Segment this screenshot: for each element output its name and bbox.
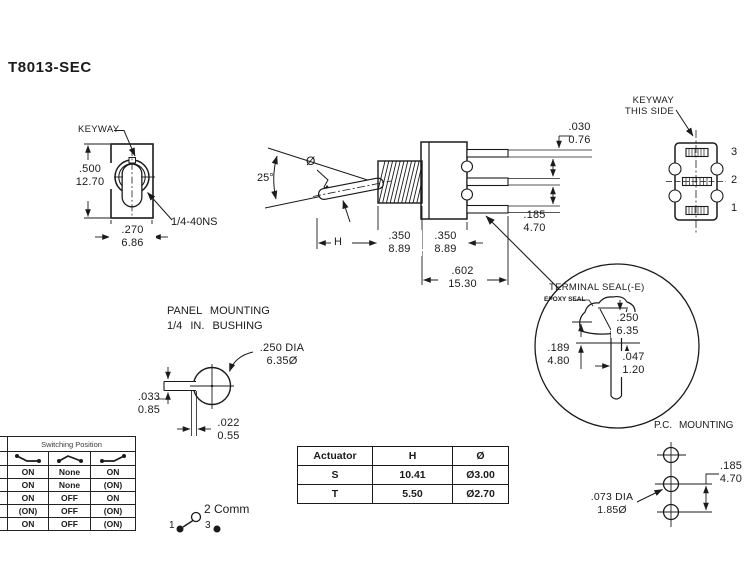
front-view <box>84 130 173 245</box>
toggle-position-right-icon <box>90 451 136 466</box>
cell: ON <box>7 491 49 505</box>
cell <box>0 517 8 531</box>
panel-mounting-view <box>157 351 254 436</box>
table-row: ON None ON <box>0 465 136 479</box>
cell: ON <box>7 517 49 531</box>
thread-spec-label: 1/4-40NS <box>171 216 218 228</box>
pc-mounting-title: P.C. MOUNTING <box>654 420 734 431</box>
front-keyway-label: KEYWAY <box>78 124 120 135</box>
cell: (ON) <box>90 517 136 531</box>
rear-terminal-3: 3 <box>731 146 738 158</box>
toggle-position-left-icon <box>7 451 49 466</box>
cell <box>0 504 8 518</box>
dia-header: Ø <box>452 446 509 466</box>
schematic-terminal-3-label: 3 <box>205 520 211 531</box>
cell: Ø2.70 <box>452 484 509 504</box>
drawing-title: T8013-SEC <box>8 59 92 76</box>
table-row: ON None (ON) <box>0 478 136 492</box>
cell: OFF <box>48 517 91 531</box>
cell: None <box>48 478 91 492</box>
actuator-header: Actuator <box>297 446 373 466</box>
switching-title: Switching Position <box>7 436 136 452</box>
side-view <box>264 135 592 290</box>
switching-position-table: Switching Position ON None ON ON None (O… <box>0 436 136 531</box>
terminal-seal-title: TERMINAL SEAL(-E) <box>549 282 645 293</box>
cell: ON <box>90 465 136 479</box>
epoxy-seal-label: EPOXY SEAL <box>544 296 586 303</box>
schematic-comm-label: 2 Comm <box>204 502 250 516</box>
cell: OFF <box>48 491 91 505</box>
table-row: ON OFF (ON) <box>0 517 136 531</box>
cell: None <box>48 465 91 479</box>
cell: ON <box>7 465 49 479</box>
cell: 10.41 <box>372 465 453 485</box>
table-row: ON OFF ON <box>0 491 136 505</box>
cell: ON <box>90 491 136 505</box>
table-row <box>0 451 136 466</box>
cell: (ON) <box>90 478 136 492</box>
rear-terminal-2: 2 <box>731 174 738 186</box>
cell <box>0 491 8 505</box>
table-row: T 5.50 Ø2.70 <box>297 484 509 504</box>
travel-height-label: H <box>333 236 344 249</box>
cell: T <box>297 484 373 504</box>
travel-angle-label: 25° <box>257 172 274 184</box>
cell: (ON) <box>7 504 49 518</box>
cell: Ø3.00 <box>452 465 509 485</box>
circuit-schematic <box>176 511 221 533</box>
toggle-position-center-icon <box>48 451 91 466</box>
pc-mounting-view <box>636 442 719 527</box>
cell <box>0 465 8 479</box>
rear-view <box>666 109 726 233</box>
cell: OFF <box>48 504 91 518</box>
diameter-symbol: Ø <box>306 154 316 168</box>
rear-terminal-1: 1 <box>731 202 738 214</box>
h-header: H <box>372 446 453 466</box>
cell: S <box>297 465 373 485</box>
rear-keyway-label: KEYWAY THIS SIDE <box>624 95 674 117</box>
cell <box>0 451 8 466</box>
cell <box>0 436 8 452</box>
panel-mounting-title: PANEL MOUNTING 1/4 IN. BUSHING <box>167 305 270 332</box>
cell: ON <box>7 478 49 492</box>
cell <box>0 478 8 492</box>
schematic-terminal-1-label: 1 <box>169 520 175 531</box>
table-row: Switching Position <box>0 436 136 452</box>
cell: (ON) <box>90 504 136 518</box>
cell: 5.50 <box>372 484 453 504</box>
actuator-table: Actuator H Ø S 10.41 Ø3.00 T 5.50 Ø2.70 <box>297 446 509 504</box>
table-row: (ON) OFF (ON) <box>0 504 136 518</box>
table-row: Actuator H Ø <box>297 446 509 466</box>
table-row: S 10.41 Ø3.00 <box>297 465 509 485</box>
